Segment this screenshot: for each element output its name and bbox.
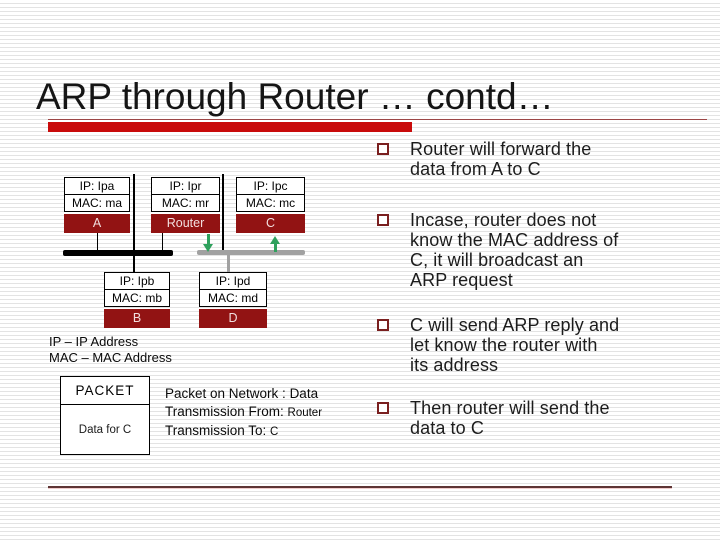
node-b-label: B: [104, 309, 170, 328]
bullet-square-icon: [377, 143, 389, 155]
node-d-ip: IP: Ipd: [199, 272, 267, 290]
bullet-item-3: C will send ARP reply and let know the r…: [377, 315, 687, 375]
bullet-text-1: Router will forward the data from A to C: [410, 139, 592, 179]
connector-line-d-segment: [222, 174, 224, 251]
node-c: IP: Ipc MAC: mc C: [236, 177, 305, 233]
packet-info-value-3: C: [270, 426, 279, 438]
packet-info-line-2: Transmission From: Router: [165, 403, 322, 423]
packet-box-body: Data for C: [78, 424, 132, 436]
node-router-ip: IP: Ipr: [151, 177, 220, 195]
footer-rule-dark: [48, 486, 672, 488]
node-d-label: D: [199, 309, 267, 328]
node-router-label: Router: [151, 214, 220, 233]
packet-info-label-3: Transmission To:: [165, 423, 271, 438]
packet-box-header: PACKET: [61, 377, 149, 405]
node-a: IP: Ipa MAC: ma A: [64, 177, 130, 233]
bullet-square-icon: [377, 402, 389, 414]
node-router-mac: MAC: mr: [151, 194, 220, 212]
node-c-ip: IP: Ipc: [236, 177, 305, 195]
bullet-text-3: C will send ARP reply and let know the r…: [410, 315, 620, 375]
bullet-item-2: Incase, router does not know the MAC add…: [377, 210, 687, 290]
packet-info-line-3: Transmission To: C: [165, 422, 322, 442]
network-bus-left: [63, 250, 173, 256]
node-b-mac: MAC: mb: [104, 289, 170, 307]
node-c-label: C: [236, 214, 305, 233]
title-rule-thick: [48, 122, 412, 132]
packet-info-label-2: Transmission From:: [165, 403, 288, 419]
node-d: IP: Ipd MAC: md D: [199, 272, 267, 328]
connector-router-to-bus: [161, 233, 163, 250]
node-c-mac: MAC: mc: [236, 194, 305, 212]
slide-title: ARP through Router … contd…: [36, 76, 554, 117]
connector-bus-to-d: [227, 255, 230, 272]
packet-info-value-2: Router: [287, 406, 323, 419]
packet-info-label-1: Packet on Network :: [165, 386, 290, 401]
network-bus-right: [197, 250, 305, 255]
bullet-square-icon: [377, 214, 389, 226]
packet-info: Packet on Network : Data Transmission Fr…: [165, 385, 322, 442]
packet-info-line-1: Packet on Network : Data: [165, 385, 322, 403]
node-a-label: A: [64, 214, 130, 233]
node-router: IP: Ipr MAC: mr Router: [151, 177, 220, 233]
node-a-mac: MAC: ma: [64, 194, 130, 212]
bullet-square-icon: [377, 319, 389, 331]
bullet-item-1: Router will forward the data from A to C: [377, 139, 687, 179]
footer-rule-pink: [48, 488, 672, 489]
node-b-ip: IP: Ipb: [104, 272, 170, 290]
bullet-text-2: Incase, router does not know the MAC add…: [410, 210, 619, 290]
connector-a-to-bus: [96, 233, 98, 250]
connector-line-bus-to-b: [133, 256, 135, 272]
packet-box: PACKET Data for C: [60, 376, 150, 455]
node-d-mac: MAC: md: [199, 289, 267, 307]
bullet-text-4: Then router will send the data to C: [410, 398, 610, 438]
node-b: IP: Ipb MAC: mb B: [104, 272, 170, 328]
packet-info-value-1: Data: [289, 386, 319, 401]
connector-line-b-segment: [133, 174, 135, 251]
title-rule-thin: [48, 119, 707, 120]
legend-text: IP – IP Address MAC – MAC Address: [49, 334, 172, 365]
node-a-ip: IP: Ipa: [64, 177, 130, 195]
bullet-item-4: Then router will send the data to C: [377, 398, 687, 438]
